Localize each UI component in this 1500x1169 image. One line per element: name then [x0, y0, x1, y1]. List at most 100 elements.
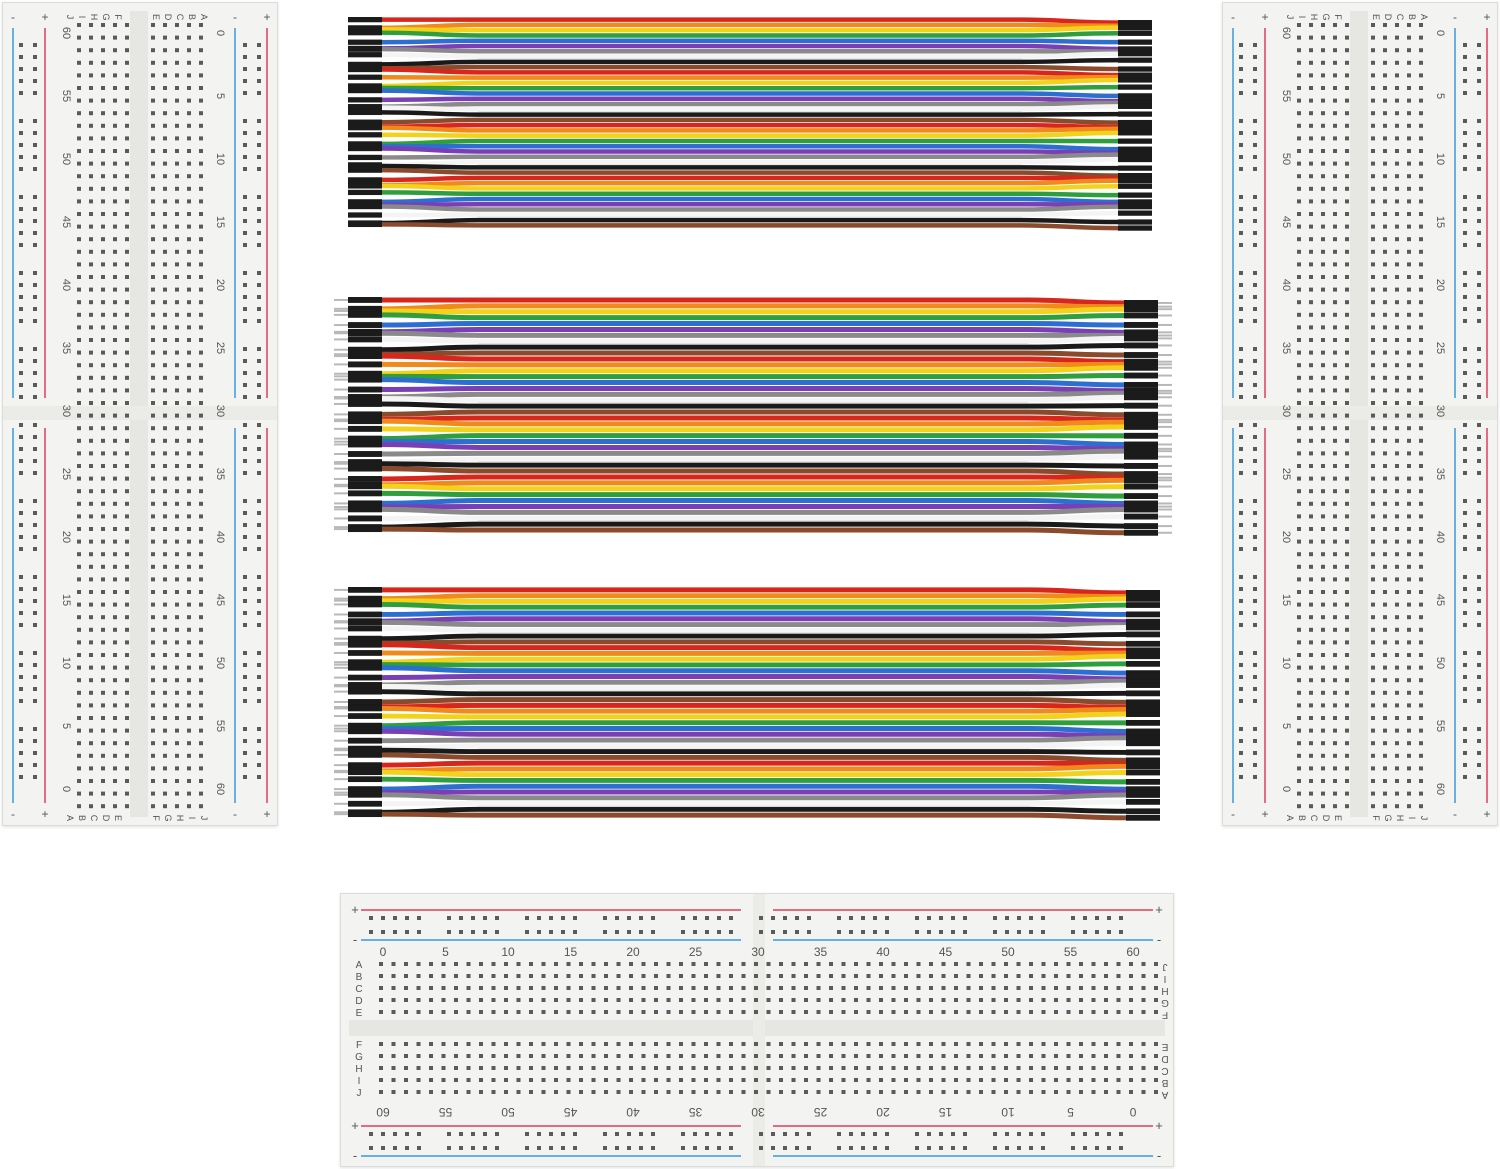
- connector-housing: [348, 30, 382, 36]
- breadboard-hole: [579, 1090, 583, 1094]
- breadboard-hole: [199, 287, 203, 292]
- row-letter: I: [1164, 973, 1167, 984]
- breadboard-hole: [163, 224, 167, 229]
- breadboard-hole: [1066, 1066, 1071, 1070]
- breadboard-hole: [1333, 640, 1337, 645]
- breadboard-hole: [1395, 224, 1399, 229]
- row-letter: I: [1297, 16, 1307, 19]
- breadboard-hole: [163, 111, 167, 116]
- breadboard-hole: [1419, 98, 1423, 103]
- column-number-left: 45: [1280, 216, 1292, 228]
- rail-hole: [243, 599, 247, 603]
- breadboard-hole: [163, 464, 167, 468]
- breadboard-hole: [125, 111, 129, 116]
- breadboard-hole: [77, 401, 81, 405]
- connector-housing: [348, 435, 382, 442]
- breadboard-hole: [163, 426, 167, 431]
- breadboard-hole: [1116, 1090, 1121, 1094]
- breadboard-hole: [125, 338, 129, 342]
- breadboard-hole: [151, 73, 155, 78]
- rail-hole: [1017, 930, 1021, 934]
- breadboard-hole: [1419, 60, 1423, 65]
- breadboard-hole: [125, 224, 129, 229]
- breadboard-hole: [1309, 23, 1313, 27]
- breadboard-hole: [77, 527, 81, 531]
- rail-hole: [1239, 219, 1243, 223]
- rail-hole: [257, 623, 261, 627]
- rail-hole: [1477, 295, 1481, 299]
- breadboard-hole: [1309, 161, 1313, 166]
- rail-hole: [1239, 395, 1243, 399]
- rail-hole: [927, 916, 931, 920]
- connector-housing: [348, 154, 382, 161]
- jumper-wire: [379, 441, 1127, 452]
- rail-hole: [1083, 916, 1087, 920]
- rail-hole: [525, 930, 529, 934]
- breadboard-hole: [163, 741, 167, 746]
- breadboard-hole: [1029, 1054, 1033, 1058]
- rail-hole: [1477, 155, 1481, 159]
- rail-hole: [381, 916, 385, 920]
- breadboard-hole: [554, 1090, 558, 1094]
- breadboard-hole: [1345, 426, 1349, 431]
- breadboard-hole: [654, 1010, 658, 1014]
- row-letter: J: [357, 1088, 362, 1099]
- rail-hole: [243, 751, 247, 755]
- breadboard-hole: [113, 413, 117, 418]
- rail-hole: [561, 930, 565, 934]
- rail-hole: [243, 155, 247, 159]
- rail-hole: [771, 916, 775, 920]
- rail-hole: [1253, 435, 1257, 439]
- breadboard-hole: [1407, 577, 1411, 582]
- breadboard-hole: [1407, 23, 1411, 27]
- breadboard-hole: [163, 312, 167, 317]
- breadboard-hole: [1345, 23, 1349, 27]
- breadboard-hole: [77, 375, 81, 380]
- breadboard-hole: [1345, 237, 1349, 242]
- breadboard-hole: [1321, 766, 1325, 771]
- breadboard-hole: [113, 716, 117, 720]
- breadboard-hole: [1345, 212, 1349, 216]
- breadboard-hole: [766, 1090, 771, 1094]
- breadboard-hole: [101, 615, 105, 620]
- rail-hole: [381, 1146, 385, 1150]
- breadboard-hole: [1333, 287, 1337, 292]
- breadboard-hole: [1016, 1090, 1021, 1094]
- rail-hole: [603, 1132, 607, 1136]
- breadboard-hole: [1407, 539, 1411, 544]
- jumper-wire: [379, 711, 1129, 720]
- breadboard-hole: [941, 974, 946, 978]
- breadboard-hole: [1297, 690, 1301, 695]
- rail-hole: [759, 916, 763, 920]
- connector-housing: [1124, 361, 1158, 368]
- breadboard-hole: [1333, 501, 1337, 506]
- breadboard-hole: [754, 974, 758, 978]
- rail-hole: [1463, 243, 1467, 247]
- breadboard-hole: [1383, 489, 1387, 494]
- breadboard-hole: [187, 438, 191, 443]
- rail-hole: [705, 930, 709, 934]
- breadboard-hole: [77, 413, 81, 418]
- breadboard-hole: [89, 300, 93, 305]
- minus-marker: -: [1453, 10, 1457, 24]
- breadboard-hole: [491, 1078, 496, 1082]
- breadboard-hole: [966, 1078, 971, 1082]
- column-number-left: 30: [1280, 405, 1292, 417]
- breadboard-hole: [1116, 986, 1121, 990]
- breadboard-hole: [854, 962, 858, 966]
- breadboard-hole: [113, 375, 117, 380]
- breadboard-hole: [1321, 123, 1325, 128]
- breadboard-hole: [113, 23, 117, 27]
- breadboard-hole: [904, 962, 908, 966]
- breadboard-hole: [163, 123, 167, 128]
- breadboard-hole: [1141, 1054, 1146, 1058]
- rail-hole: [243, 623, 247, 627]
- breadboard-hole: [829, 1078, 833, 1082]
- breadboard-hole: [1154, 1078, 1158, 1082]
- rail-hole: [33, 91, 37, 95]
- rail-hole: [447, 930, 451, 934]
- breadboard-hole: [101, 791, 105, 796]
- breadboard-hole: [979, 1054, 983, 1058]
- breadboard-hole: [1345, 413, 1349, 418]
- breadboard-hole: [1419, 48, 1423, 53]
